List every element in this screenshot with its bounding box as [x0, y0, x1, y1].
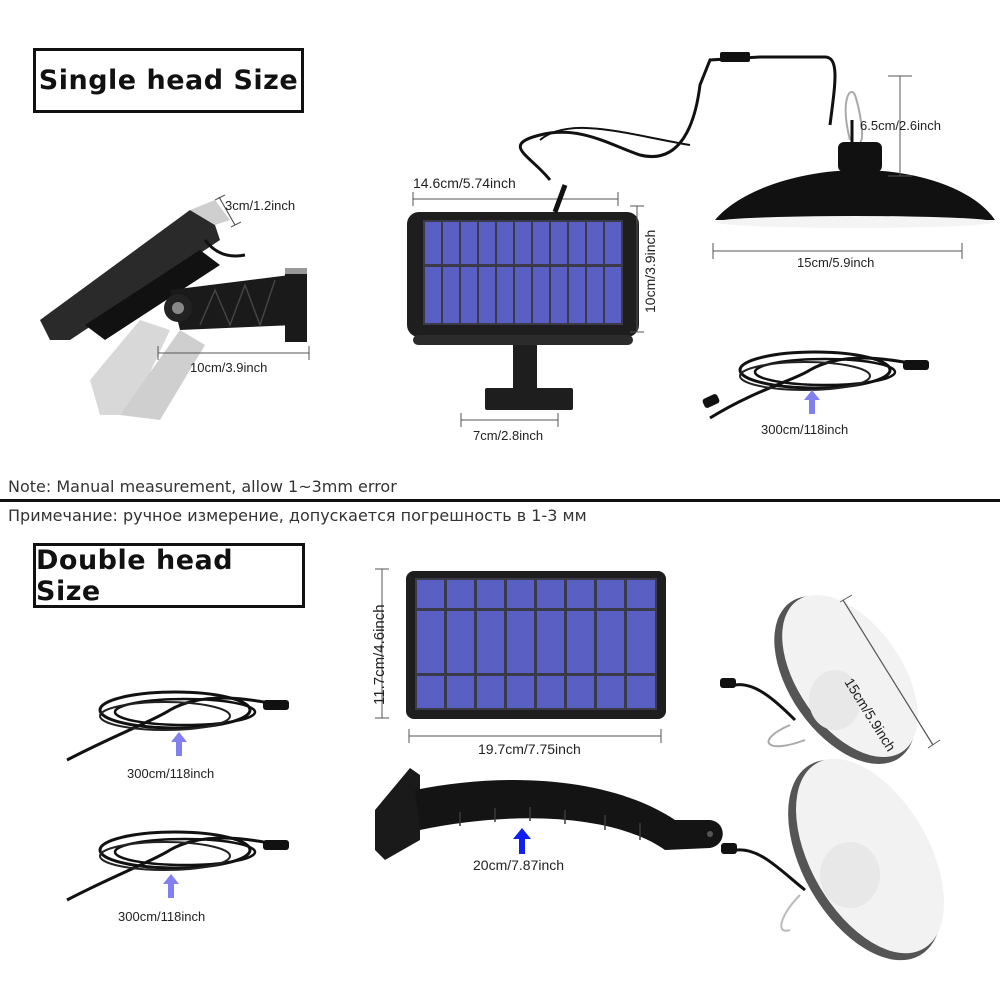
solar-panel-illustration: [407, 184, 639, 410]
curved-wall-bracket: 20cm/7.87inch: [365, 760, 745, 880]
dish-lamp-illustration: [721, 758, 944, 961]
dish-lamp-illustration: [720, 594, 918, 764]
cable-up-arrow-icon: [163, 874, 179, 898]
bracket-up-arrow-icon: [513, 828, 531, 854]
panel-width-dimension-line: [408, 729, 662, 743]
pendant-lamp-illustration: [715, 91, 995, 228]
lamp-height-label: 6.5cm/2.6inch: [860, 118, 941, 133]
panel-thickness-label: 3cm/1.2inch: [225, 198, 296, 213]
panel-height-dimension-line: [375, 568, 389, 719]
cable-coil-illustration: [702, 350, 929, 420]
extension-cable-1: 300cm/118inch: [55, 680, 305, 785]
large-solar-panel-illustration: [406, 571, 666, 719]
bracket-length-dimension-line: [157, 346, 310, 360]
thickness-dimension-line: [214, 194, 242, 228]
lamp-height-dimension-line: [888, 75, 912, 177]
cable-coil-illustration: [66, 690, 289, 762]
large-panel-height-label: 11.7cm/4.6inch: [371, 604, 388, 705]
cable-length-label: 300cm/118inch: [761, 422, 849, 437]
solar-panel-front: 14.6cm/5.74inch: [395, 170, 665, 450]
panel-width-dimension-line: [412, 192, 619, 206]
base-width-dimension-line: [460, 413, 559, 427]
double-head-title-text: Double head Size: [36, 544, 234, 607]
large-solar-panel: 11.7cm/4.6inch 19.7cm/7.75inch: [365, 565, 675, 760]
lamp-diameter-label: 15cm/5.9inch: [797, 255, 875, 270]
extension-cable: 300cm/118inch: [695, 340, 955, 445]
cable-length-label: 300cm/118inch: [127, 766, 215, 781]
section-divider: [0, 499, 1000, 502]
double-head-title: Double head Size: [33, 543, 305, 608]
dish-lamp-1: 15cm/5.9inch: [715, 590, 1000, 770]
note-russian: Примечание: ручное измерение, допускаетс…: [8, 506, 587, 525]
cable-up-arrow-icon: [804, 390, 820, 414]
cable-coil-illustration: [66, 830, 289, 902]
extension-cable-2: 300cm/118inch: [55, 820, 305, 925]
connecting-cable: [518, 52, 837, 181]
single-head-title: Single head Size: [33, 48, 304, 113]
panel-width-label: 14.6cm/5.74inch: [413, 175, 516, 191]
panel-height-label: 10cm/3.9inch: [642, 229, 658, 313]
cable-length-label: 300cm/118inch: [118, 909, 206, 924]
bracket-length-label: 10cm/3.9inch: [190, 360, 268, 375]
panel-height-dimension-line: [630, 205, 644, 333]
base-width-label: 7cm/2.8inch: [473, 428, 544, 443]
dish-lamp-2: [715, 750, 1000, 965]
panel-side-illustration: [40, 200, 307, 420]
cable-up-arrow-icon: [171, 732, 187, 756]
note-english: Note: Manual measurement, allow 1~3mm er…: [8, 477, 397, 496]
lamp-diameter-dimension-line: [839, 594, 941, 749]
bracket-length-label: 20cm/7.87inch: [473, 857, 565, 873]
large-panel-width-label: 19.7cm/7.75inch: [478, 741, 581, 757]
panel-side-view: 3cm/1.2inch 10cm/3.9inch: [30, 180, 320, 420]
curved-bracket-illustration: [375, 768, 723, 860]
lamp-diameter-dimension-line: [712, 243, 963, 259]
single-head-title-text: Single head Size: [38, 65, 299, 96]
pendant-lamp: 6.5cm/2.6inch 15cm/5.9inch: [700, 70, 1000, 280]
